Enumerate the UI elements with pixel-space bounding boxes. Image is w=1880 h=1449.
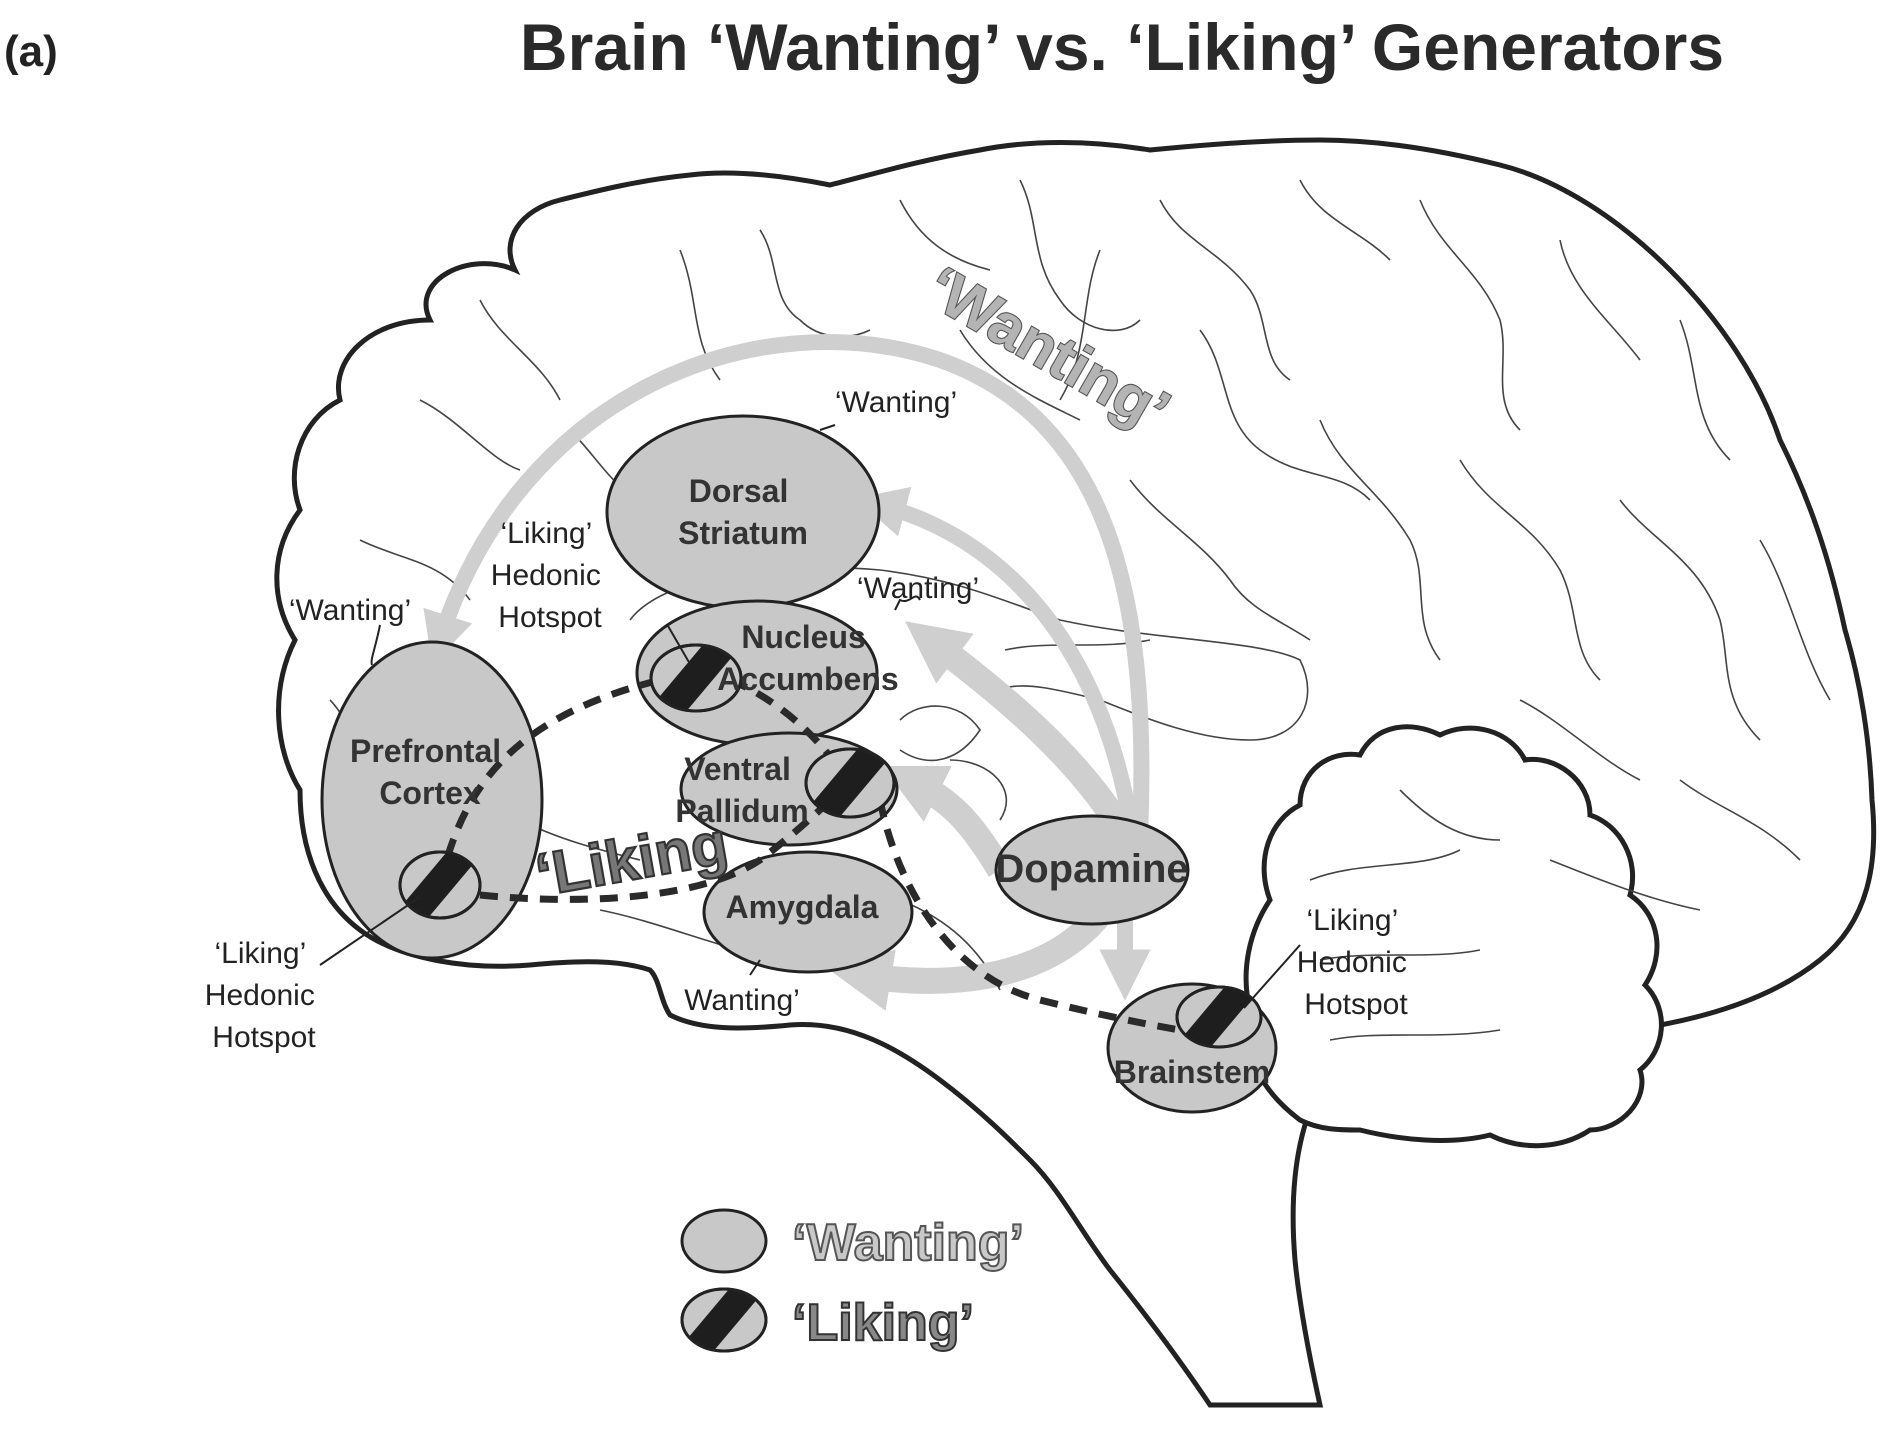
amygdala-region xyxy=(702,850,914,974)
panel-label: (a) xyxy=(4,27,58,76)
legend-liking-swatch xyxy=(680,1287,768,1353)
arrow-to-dorsal-striatum xyxy=(855,486,1138,822)
hotspot-brainstem-annotation: ‘Liking’ Hedonic Hotspot xyxy=(1297,904,1415,1021)
legend-liking-label: ‘Liking’ xyxy=(792,1294,974,1352)
leader-lines xyxy=(319,424,1301,1009)
legend: ‘Wanting’ ‘Liking’ xyxy=(680,1208,1025,1353)
brainstem-label: Brainstem xyxy=(1114,1054,1271,1090)
cerebellum-outline xyxy=(1243,724,1664,1149)
amygdala-label: Amygdala xyxy=(726,889,879,925)
dopamine-region xyxy=(994,814,1190,926)
figure-title: Brain ‘Wanting’ vs. ‘Liking’ Generators xyxy=(520,10,1724,84)
ventral-pallidum-label: Ventral Pallidum xyxy=(675,751,808,829)
dorsal-striatum-label: Dorsal Striatum xyxy=(678,473,808,551)
hotspot-accumbens-annotation: ‘Liking’ Hedonic Hotspot xyxy=(491,517,609,634)
hotspot-prefrontal-annotation: ‘Liking’ Hedonic Hotspot xyxy=(205,937,323,1054)
arrow-to-accumbens xyxy=(905,621,1137,842)
wanting-dorsal-annotation: ‘Wanting’ xyxy=(835,386,957,419)
prefrontal-cortex-label: Prefrontal Cortex xyxy=(350,733,510,811)
prefrontal-cortex-region xyxy=(320,640,544,960)
wanting-arrows xyxy=(423,334,1151,1011)
cortical-gyri xyxy=(329,179,1831,1041)
wanting-amygdala-annotation: Wanting’ xyxy=(684,984,800,1017)
legend-wanting-label: ‘Wanting’ xyxy=(792,1214,1024,1272)
dopamine-label: Dopamine xyxy=(995,847,1188,891)
wanting-prefrontal-annotation: ‘Wanting’ xyxy=(289,594,411,627)
wanting-accumbens-annotation: ‘Wanting’ xyxy=(857,572,979,605)
nucleus-accumbens-label: Nucleus Accumbens xyxy=(717,619,898,697)
legend-wanting-swatch xyxy=(680,1208,768,1274)
dorsal-striatum-region xyxy=(605,414,881,610)
arrow-to-prefrontal xyxy=(423,334,1150,836)
arrow-to-pallidum xyxy=(882,766,1012,877)
arrow-to-amygdala xyxy=(829,892,1122,1011)
